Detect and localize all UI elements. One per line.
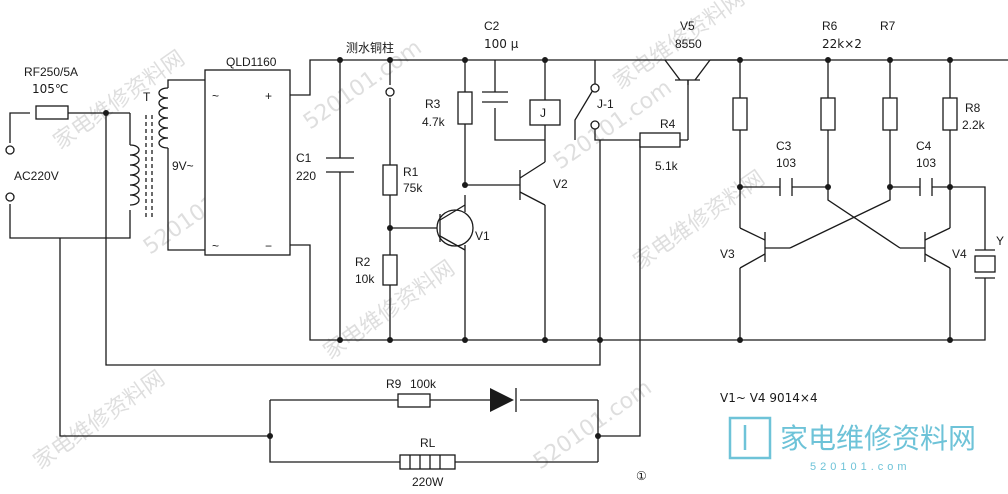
label-bridge: QLD1160	[226, 55, 277, 69]
transistor-v2	[519, 161, 546, 206]
label-rl-value: 220W	[412, 475, 444, 489]
resistor-r9	[397, 393, 431, 408]
label-rf: RF250/5A	[24, 65, 78, 79]
label-relay: J	[540, 106, 546, 120]
label-c3-value: 103	[776, 156, 796, 170]
capacitor-c1	[326, 150, 354, 180]
label-transistor-note: V1~ V4 9014×4	[720, 391, 818, 405]
label-rf-temp: 105℃	[32, 82, 68, 96]
transformer-t	[129, 87, 169, 230]
buzzer-y	[974, 249, 996, 279]
label-relay-contact: J-1	[597, 97, 614, 111]
capacitor-c4	[919, 178, 933, 196]
logo-text: 家电维修资料网	[780, 422, 976, 455]
label-c2-value: 100 μ	[484, 37, 519, 51]
watermark-url: 520101.com	[529, 375, 656, 475]
label-r2-value: 10k	[355, 272, 375, 286]
wires	[9, 59, 1008, 463]
diode	[490, 388, 517, 412]
relay-coil-j	[529, 99, 561, 126]
label-v2: V2	[553, 177, 568, 191]
watermark-text: 家电维修资料网	[49, 46, 190, 155]
label-v1: V1	[475, 229, 490, 243]
label-r9-name: R9	[386, 377, 402, 391]
resistor-r8	[942, 97, 958, 131]
label-r1-name: R1	[403, 165, 419, 179]
label-r6-value: 22k×2	[822, 37, 862, 51]
label-r3-name: R3	[425, 97, 441, 111]
capacitor-c3	[779, 178, 793, 196]
label-c4-name: C4	[916, 139, 932, 153]
transistor-v5	[664, 59, 711, 85]
label-c2-name: C2	[484, 19, 500, 33]
label-r2-name: R2	[355, 255, 371, 269]
label-r6-name: R6	[822, 19, 838, 33]
label-r8-name: R8	[965, 101, 981, 115]
resistor-r1	[382, 164, 398, 196]
transistor-v3	[739, 227, 790, 269]
transistor-v1	[436, 204, 474, 251]
resistor-r7	[882, 97, 898, 131]
label-buzzer: Y	[996, 234, 1004, 248]
label-bridge-plus: +	[265, 89, 272, 103]
label-r9-value: 100k	[410, 377, 437, 391]
site-logo: 家电维修资料网 520101.com	[728, 416, 976, 473]
label-r1-value: 75k	[403, 181, 423, 195]
label-mains: AC220V	[14, 169, 59, 183]
label-v3: V3	[720, 247, 735, 261]
label-rl-name: RL	[420, 436, 436, 450]
label-r8-value: 2.2k	[962, 118, 986, 132]
transistor-v4	[900, 227, 951, 269]
resistor-r2	[382, 254, 398, 286]
label-v5-name: V5	[680, 19, 695, 33]
label-v5-value: 8550	[675, 37, 702, 51]
label-secondary-voltage: 9V~	[172, 159, 194, 173]
probe-terminal	[385, 87, 395, 97]
label-r4-value: 5.1k	[655, 159, 679, 173]
resistor-r5	[732, 97, 748, 131]
resistor-r6	[820, 97, 836, 131]
label-bridge-ac1: ~	[212, 89, 219, 103]
label-probe: 测水铜柱	[346, 40, 394, 55]
label-c1-name: C1	[296, 151, 312, 165]
resistor-r3	[457, 91, 473, 125]
bridge-rectifier	[204, 69, 291, 256]
label-transformer: T	[143, 90, 151, 104]
label-r7-name: R7	[880, 19, 896, 33]
label-figure-number: ①	[636, 469, 647, 483]
label-c3-name: C3	[776, 139, 792, 153]
heater-rl	[399, 454, 456, 470]
resistor-r4	[639, 132, 681, 148]
relay-contact-terminal	[590, 120, 600, 130]
watermark-text: 家电维修资料网	[629, 166, 770, 275]
relay-contact-terminal	[590, 83, 600, 93]
thermal-fuse-rf	[35, 105, 69, 120]
label-c4-value: 103	[916, 156, 936, 170]
label-bridge-ac2: ~	[212, 239, 219, 253]
label-bridge-minus: −	[265, 239, 272, 253]
capacitor-c2	[482, 85, 508, 103]
label-v4: V4	[952, 247, 967, 261]
label-c1-value: 220	[296, 169, 316, 183]
junctions	[103, 57, 953, 439]
ac-terminals	[5, 145, 15, 202]
labels: RF250/5A 105℃ T AC220V 9V~ QLD1160 + − ~…	[14, 19, 1004, 489]
label-r3-value: 4.7k	[422, 115, 446, 129]
logo-sub: 520101.com	[810, 461, 911, 473]
watermark-text: 家电维修资料网	[29, 366, 170, 475]
label-r4-name: R4	[660, 117, 676, 131]
